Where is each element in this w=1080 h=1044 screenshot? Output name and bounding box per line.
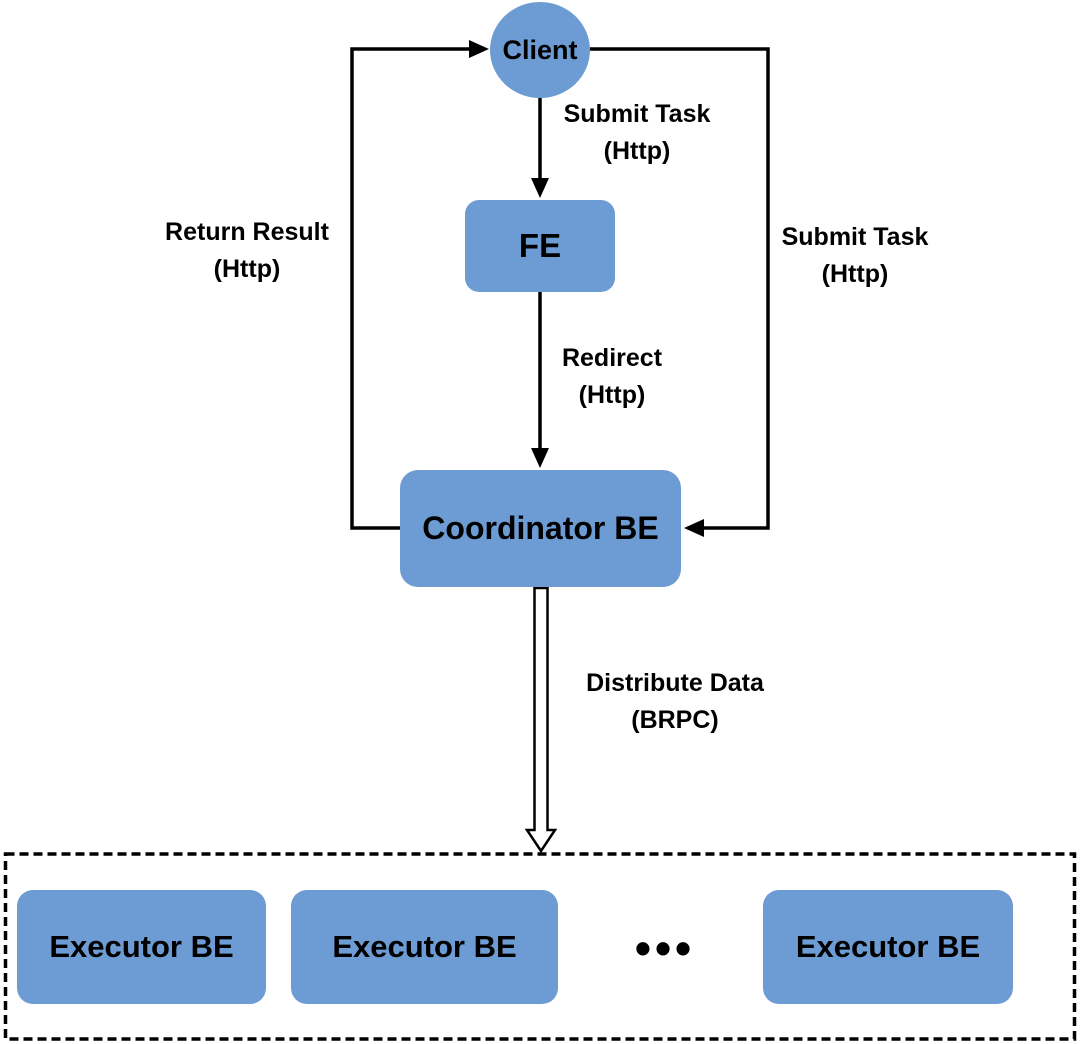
executor-ellipsis: ••• [634,922,696,974]
arrow-right-icon [469,40,489,58]
distribute-data-hollow-arrow-icon [524,586,558,854]
executor-be-node: Executor BE [291,890,558,1004]
return-result-label: Return Result (Http) [165,218,329,283]
executor-be-node-label: Executor BE [49,929,234,964]
return-result-arrow [350,40,489,530]
coordinator-be-node: Coordinator BE [400,470,681,587]
submit-task-right-arrow [590,47,770,537]
submit-task-top-label: Submit Task (Http) [563,100,711,165]
fe-node: FE [465,200,615,292]
fe-node-label: FE [518,227,562,264]
executor-be-node: Executor BE [763,890,1013,1004]
redirect-label: Redirect (Http) [561,344,663,409]
client-node: Client [490,2,590,98]
executor-group-border [3,852,1077,1041]
executor-be-node-label: Executor BE [795,929,981,964]
arrow-down-icon [531,448,549,468]
redirect-arrow [531,292,549,468]
submit-task-arrow [531,97,549,198]
executor-be-node: Executor BE [17,890,266,1004]
arrow-down-icon [531,178,549,198]
client-node-label: Client [502,34,578,65]
submit-task-right-label: Submit Task (Http) [781,223,929,288]
coordinator-be-node-label: Coordinator BE [422,510,659,546]
distribute-data-label: Distribute Data (BRPC) [586,669,764,734]
executor-be-node-label: Executor BE [332,929,517,964]
arrow-left-icon [684,519,704,537]
